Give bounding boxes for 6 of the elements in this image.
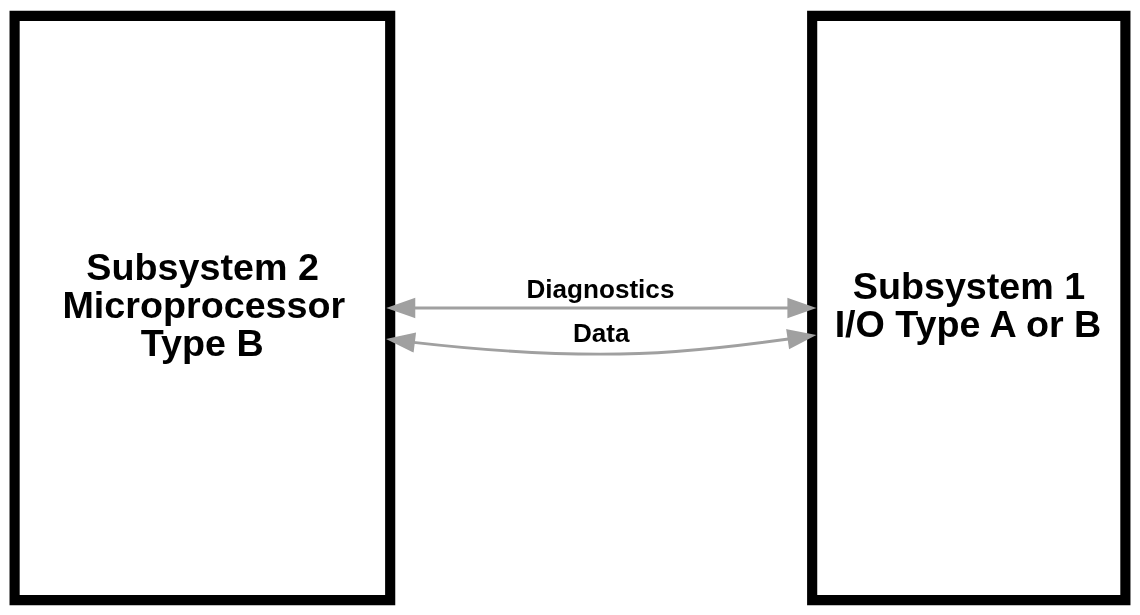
edge-label: Data [572, 317, 630, 348]
edge-label: Diagnostics [526, 273, 675, 304]
node-box: Subsystem 1 I/O Type A or B [807, 10, 1131, 605]
arrow [386, 328, 817, 356]
node-box: Subsystem 2 Microprocessor Type B [9, 10, 396, 605]
arrow [386, 297, 817, 318]
